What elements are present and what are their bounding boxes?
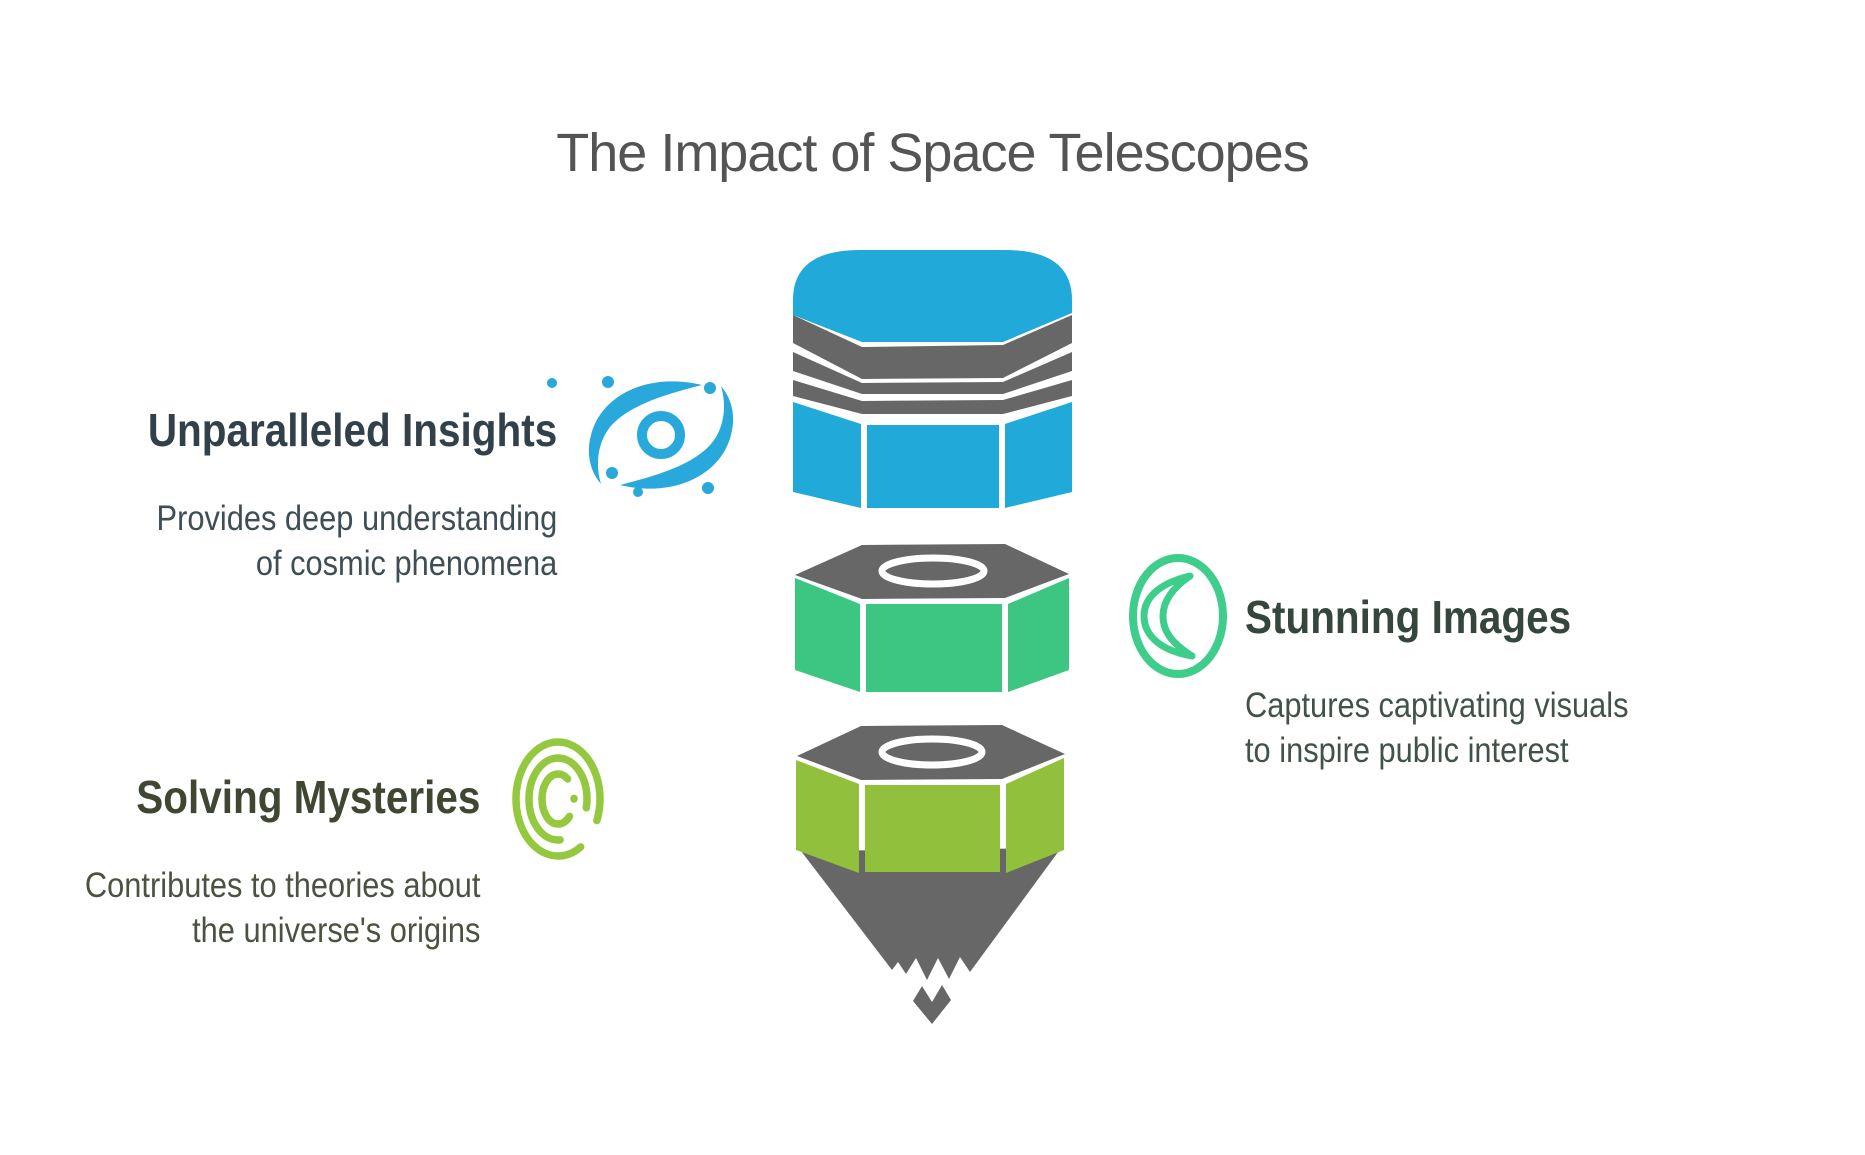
star-dot bbox=[704, 382, 716, 394]
section-body: Provides deep understanding of cosmic ph… bbox=[148, 496, 557, 586]
galaxy-arm bbox=[588, 381, 702, 484]
lime-nut-right-face bbox=[1006, 758, 1064, 873]
cap-right-face bbox=[1005, 402, 1072, 508]
lime-nut-hole-ring bbox=[878, 735, 986, 769]
section-body-line: of cosmic phenomena bbox=[255, 544, 557, 583]
star-dot bbox=[602, 376, 614, 388]
section-body-line: Captures captivating visuals bbox=[1245, 686, 1629, 725]
cap-left-face bbox=[793, 402, 861, 508]
section-stunning-images: Stunning Images Captures captivating vis… bbox=[1245, 591, 1681, 773]
ferrule-band-3 bbox=[793, 380, 1072, 414]
section-body-line: the universe's origins bbox=[191, 911, 480, 950]
pencil-graphic bbox=[793, 250, 1072, 1024]
inner-arc bbox=[538, 770, 578, 828]
pencil-green-nut-segment bbox=[795, 544, 1069, 692]
crescent-moon-icon bbox=[1129, 554, 1227, 678]
lime-nut-front-face bbox=[865, 785, 1000, 872]
cap-front-face bbox=[867, 425, 999, 508]
section-solving-mysteries: Solving Mysteries Contributes to theorie… bbox=[31, 771, 480, 953]
star-dot bbox=[606, 467, 618, 479]
star-dot bbox=[702, 482, 714, 494]
section-body-line: Contributes to theories about bbox=[84, 866, 480, 905]
pencil-lime-nut-segment bbox=[796, 725, 1065, 873]
pencil-blue-cap-segment bbox=[793, 250, 1072, 508]
green-nut-hole-ring bbox=[878, 554, 988, 588]
green-nut-front-face bbox=[866, 604, 1002, 692]
cap-dome bbox=[793, 250, 1072, 342]
section-heading: Unparalleled Insights bbox=[147, 404, 557, 456]
star-dot bbox=[633, 487, 643, 497]
star-dot bbox=[547, 378, 557, 388]
pencil-tip-cone bbox=[801, 848, 1061, 980]
galaxy-arm bbox=[620, 386, 734, 489]
green-nut-left-face bbox=[795, 578, 860, 692]
ferrule-band-1 bbox=[793, 315, 1072, 379]
moon-outer-ring bbox=[1129, 554, 1227, 678]
lime-nut-top-face bbox=[797, 725, 1065, 780]
galaxy-core-ring bbox=[637, 411, 685, 459]
section-heading: Solving Mysteries bbox=[135, 771, 480, 823]
section-unparalleled-insights: Unparalleled Insights Provides deep unde… bbox=[92, 404, 557, 586]
outer-arc bbox=[512, 738, 604, 860]
section-heading: Stunning Images bbox=[1245, 591, 1572, 643]
moon-crescent bbox=[1140, 572, 1196, 660]
page-title: The Impact of Space Telescopes bbox=[556, 123, 1309, 183]
ferrule-band-2 bbox=[793, 352, 1072, 394]
green-nut-right-face bbox=[1008, 578, 1069, 692]
section-body-line: Provides deep understanding bbox=[156, 499, 557, 538]
pencil-tip-segment bbox=[801, 848, 1061, 1024]
section-body: Captures captivating visuals to inspire … bbox=[1245, 683, 1628, 773]
middle-arc bbox=[525, 754, 591, 844]
concentric-arcs-icon bbox=[512, 738, 604, 860]
lime-nut-left-face bbox=[796, 760, 859, 873]
galaxy-icon bbox=[547, 376, 734, 497]
section-body-line: to inspire public interest bbox=[1245, 731, 1569, 770]
green-nut-top-face bbox=[795, 544, 1069, 599]
pencil-tip-broken-point bbox=[913, 985, 951, 1024]
section-body: Contributes to theories about the univer… bbox=[84, 863, 480, 953]
